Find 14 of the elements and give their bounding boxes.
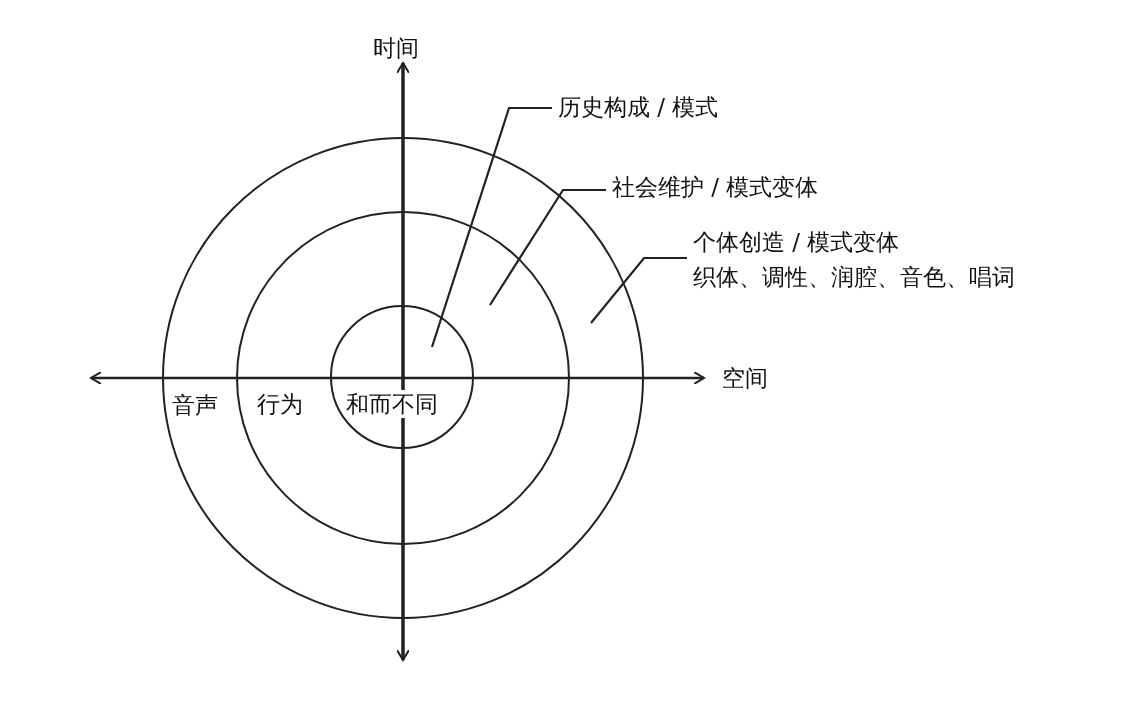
callout-text: 历史构成 / 模式: [558, 93, 719, 121]
callout-text: 社会维护 / 模式变体: [612, 173, 819, 201]
leader-line: [430, 106, 552, 348]
axis-label: 空间: [722, 364, 768, 392]
inner-ring: [330, 305, 474, 449]
callout-text: 个体创造 / 模式变体: [693, 228, 901, 256]
leader-line: [590, 256, 687, 324]
axis-label: 时间: [373, 34, 419, 62]
ring-label: 音声: [171, 390, 218, 419]
leader-line: [489, 188, 606, 306]
callout-text: 织体、调性、润腔、音色、唱词: [693, 263, 1015, 291]
ring-label: 和而不同: [345, 389, 438, 418]
middle-ring: [235, 210, 570, 545]
ring-label: 行为: [257, 390, 303, 418]
